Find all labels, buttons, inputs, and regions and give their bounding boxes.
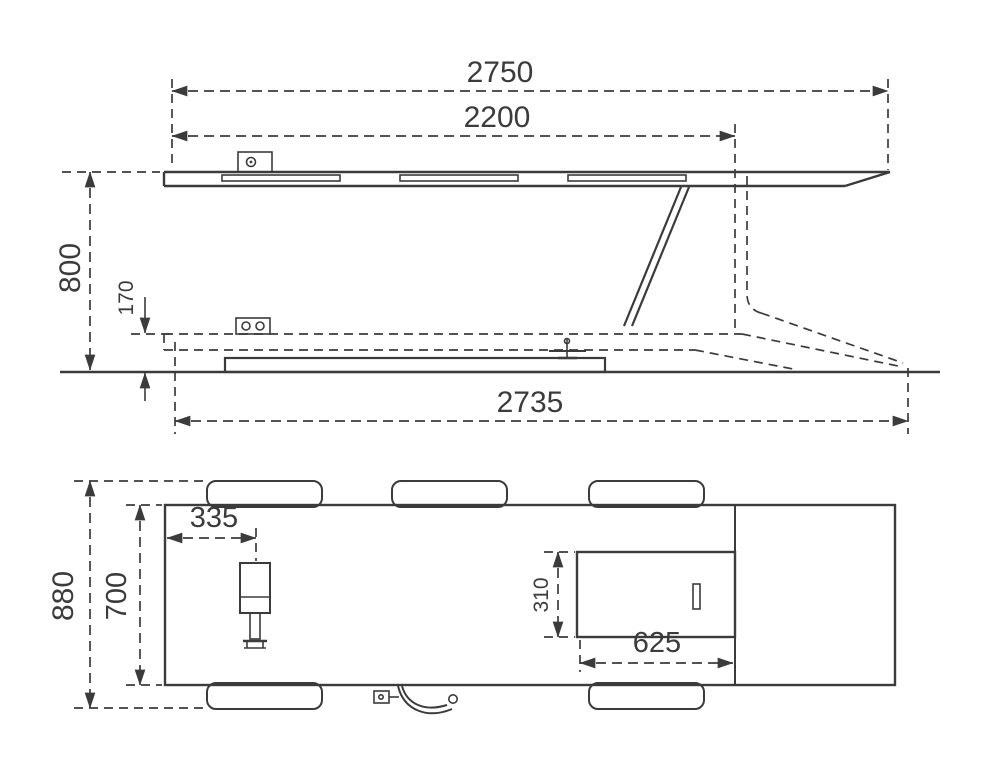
hose-curve (401, 685, 448, 709)
ramp-taper-edge (844, 170, 891, 188)
roller-housing (235, 317, 271, 335)
roller-wheel (245, 156, 257, 168)
dim-platform-length: 2200 (171, 101, 736, 334)
rubber-track (221, 174, 341, 182)
wheel-chock (588, 682, 705, 710)
dim-platform-length-label: 2200 (464, 101, 531, 134)
dim-raised-height: 800 (54, 171, 160, 371)
jack-pivot (563, 337, 571, 345)
dim-cylinder-offset: 335 (166, 502, 257, 561)
roller-housing (237, 151, 273, 173)
lowered-ramp-edge (741, 333, 904, 368)
lowered-flap-edge (760, 312, 904, 364)
hydraulic-cylinder (239, 562, 271, 649)
control-console (575, 550, 737, 639)
dim-overall-width: 880 (47, 480, 205, 709)
dim-lowered-height-label: 170 (115, 280, 138, 315)
plan-view: 880 700 335 (47, 480, 897, 715)
wheel-chock (391, 480, 508, 508)
hose-coupling (447, 693, 458, 704)
base-frame (223, 356, 607, 374)
scissor-arm-edge (622, 186, 683, 327)
power-unit (373, 685, 458, 715)
dim-platform-width: 700 (101, 504, 162, 686)
scissor-arm-edge (630, 186, 691, 327)
ramp-flap-raised (746, 176, 762, 314)
dim-overall-length-label: 2750 (467, 56, 534, 89)
console-slot (692, 583, 701, 610)
dim-console-depth-label: 310 (530, 577, 553, 612)
console-outline (575, 550, 737, 639)
cylinder-body (239, 562, 271, 614)
hose-curve (397, 685, 453, 715)
cylinder-rod (249, 612, 261, 640)
scissor-arm (622, 186, 691, 327)
dim-console-length-label: 625 (633, 627, 681, 659)
dim-overall-width-label: 880 (47, 571, 80, 621)
dim-platform-width-label: 700 (101, 572, 133, 620)
dim-lowered-height: 170 (115, 280, 170, 401)
roller-axle (249, 160, 253, 164)
power-unit-box (373, 690, 390, 704)
platform-lowered (163, 312, 904, 374)
lowered-ramp-underside (694, 349, 794, 370)
wheel-chock (206, 682, 323, 710)
rubber-track (399, 174, 519, 182)
wheel-chock (206, 480, 323, 508)
roller-wheel (241, 321, 251, 331)
rubber-track (567, 174, 687, 182)
jack-detail (549, 337, 586, 360)
platform-raised (162, 151, 891, 188)
power-unit-port (377, 693, 384, 700)
dim-cylinder-offset-label: 335 (190, 502, 238, 534)
side-view: 2750 2200 (54, 56, 940, 434)
dim-console-depth: 310 (530, 551, 575, 638)
dim-console-length: 625 (579, 627, 734, 672)
dim-raised-height-label: 800 (54, 243, 87, 293)
roller-wheel (255, 321, 265, 331)
roller-block (237, 151, 273, 173)
dim-base-length: 2735 (174, 342, 909, 434)
dim-base-length-label: 2735 (497, 386, 564, 419)
dim-overall-length: 2750 (171, 56, 889, 170)
roller-block-lowered (235, 317, 271, 335)
platform-outline (163, 503, 897, 687)
wheel-chock (588, 480, 705, 508)
